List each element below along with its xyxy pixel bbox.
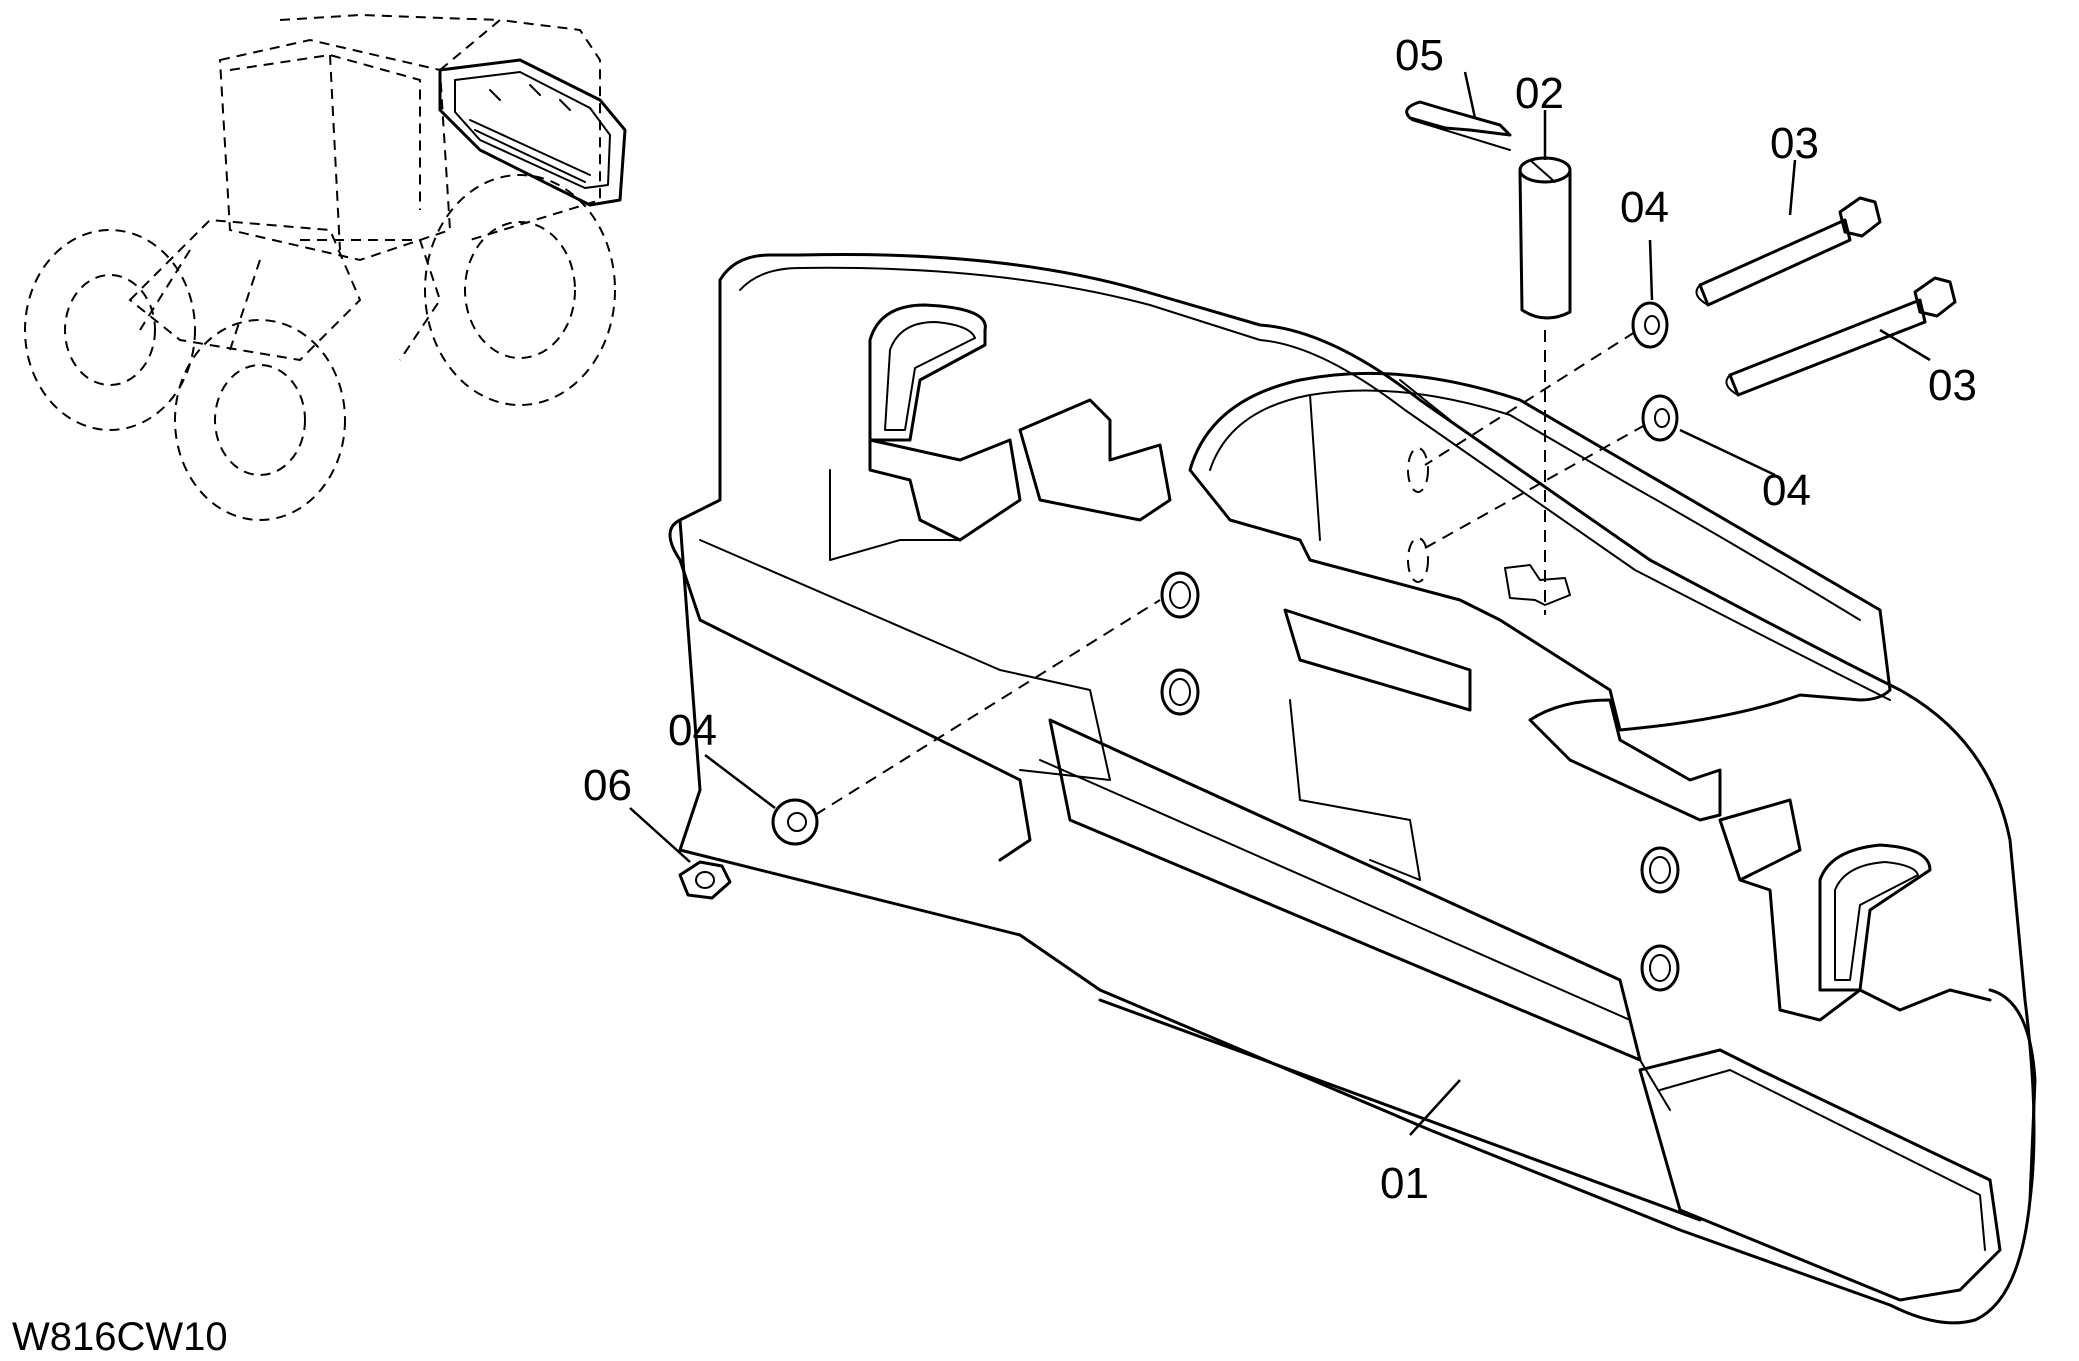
callout-04-left: 04 bbox=[668, 706, 717, 755]
pin-part bbox=[1518, 156, 1572, 320]
lock-pin-part bbox=[1405, 100, 1512, 151]
callout-05: 05 bbox=[1395, 31, 1444, 80]
washer-part-upper bbox=[1631, 301, 1669, 349]
machine-overview-illustration bbox=[24, 13, 627, 521]
counterweight-body bbox=[668, 252, 2037, 1325]
bolt-part-upper bbox=[1695, 196, 1882, 307]
leader-lines bbox=[629, 71, 1931, 1136]
callout-03-upper: 03 bbox=[1770, 119, 1819, 168]
assembly-lines bbox=[814, 330, 1646, 816]
washer-part-middle bbox=[1641, 394, 1679, 442]
callout-06: 06 bbox=[583, 761, 632, 810]
callout-02: 02 bbox=[1515, 69, 1564, 118]
callout-04-upper: 04 bbox=[1620, 183, 1669, 232]
nut-part bbox=[678, 860, 732, 900]
callout-03-lower: 03 bbox=[1928, 361, 1977, 410]
drawing-code: W816CW10 bbox=[12, 1315, 228, 1359]
washer-part-lower bbox=[771, 798, 819, 846]
callout-01: 01 bbox=[1380, 1159, 1429, 1208]
callout-04-right: 04 bbox=[1762, 466, 1811, 515]
bolt-part-lower bbox=[1725, 276, 1957, 397]
